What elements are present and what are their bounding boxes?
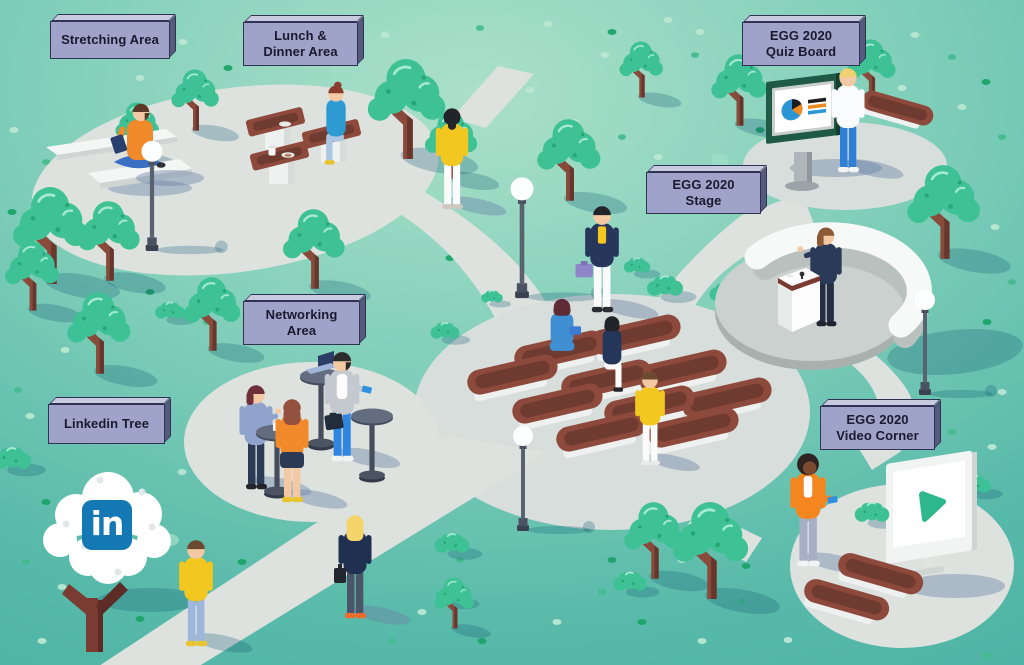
person-networking-woman-2 (275, 399, 348, 509)
bench (648, 407, 739, 455)
bench (804, 579, 890, 625)
sign-video-corner[interactable]: EGG 2020 Video Corner (820, 406, 935, 450)
tree (673, 502, 749, 599)
tree (619, 41, 663, 98)
sign-label: Area (286, 323, 317, 338)
bush (434, 533, 470, 553)
bush (481, 290, 503, 303)
lamp-post (141, 140, 228, 255)
play-icon (919, 491, 946, 522)
bench (838, 553, 924, 599)
tree (67, 292, 131, 374)
sign-linkedin-tree[interactable]: Linkedin Tree (48, 404, 165, 444)
sign-label: Video Corner (836, 428, 919, 443)
bush (623, 257, 651, 273)
bush (854, 502, 890, 522)
tree (907, 165, 980, 259)
bush (0, 447, 32, 469)
person-networking-man (324, 352, 401, 468)
person-blonde-walking (334, 515, 411, 625)
person-quiz-visitor (831, 68, 904, 179)
person-walking-stage (575, 206, 659, 319)
linkedin-monogram: in (90, 504, 125, 543)
lamp-post (915, 290, 997, 398)
bench (467, 354, 558, 402)
sign-label: Quiz Board (765, 44, 837, 59)
person-audience-1 (549, 298, 581, 351)
pie-chart-icon (781, 97, 826, 121)
person-walking-lunch (435, 108, 507, 216)
sign-lunch-dinner-area[interactable]: Lunch & Dinner Area (243, 22, 358, 66)
stage-podium (778, 268, 820, 332)
sign-label: Dinner Area (263, 44, 338, 59)
video-screen (886, 450, 977, 577)
table-setting (268, 145, 295, 158)
picnic-table (245, 107, 306, 150)
sign-stretching-area[interactable]: Stretching Area (50, 21, 170, 59)
bench (861, 90, 934, 129)
person-yellow-standing (179, 540, 253, 653)
person-audience-standing (635, 371, 700, 471)
cocktail-table (351, 408, 393, 483)
picnic-table (249, 141, 310, 184)
bush (155, 301, 185, 319)
tree (283, 209, 345, 289)
sign-label: Linkedin Tree (63, 415, 150, 431)
sign-label: Stage (685, 193, 722, 208)
tree (711, 54, 767, 126)
plate (279, 121, 291, 127)
lamp-post (513, 426, 595, 534)
person-presenter (797, 227, 842, 327)
tree (5, 241, 59, 311)
tree (434, 577, 474, 629)
sign-label: EGG 2020 (672, 176, 735, 192)
laptop (305, 351, 337, 374)
sign-stage[interactable]: EGG 2020 Stage (646, 172, 761, 214)
person-video-corner (790, 453, 868, 574)
sign-label: Stretching Area (61, 31, 159, 47)
tree (78, 201, 140, 281)
sign-quiz-board[interactable]: EGG 2020 Quiz Board (742, 22, 860, 66)
bench (556, 411, 647, 459)
tree (367, 59, 446, 159)
person-lunch-sitting (324, 81, 346, 165)
tree (183, 277, 241, 351)
bush (613, 571, 647, 591)
bench (636, 349, 727, 397)
tree (537, 119, 601, 201)
bush (647, 275, 683, 296)
tree (171, 69, 219, 131)
bush (430, 322, 460, 339)
sign-networking-area[interactable]: Networking Area (243, 301, 360, 345)
person-audience-2 (602, 316, 624, 392)
bench (512, 383, 603, 431)
sign-label: Lunch & (274, 27, 327, 43)
tree (624, 502, 684, 579)
sign-label: EGG 2020 (846, 411, 909, 427)
sign-label: Networking (265, 306, 338, 322)
linkedin-logo-icon: in (82, 500, 132, 550)
sign-label: EGG 2020 (769, 27, 833, 43)
